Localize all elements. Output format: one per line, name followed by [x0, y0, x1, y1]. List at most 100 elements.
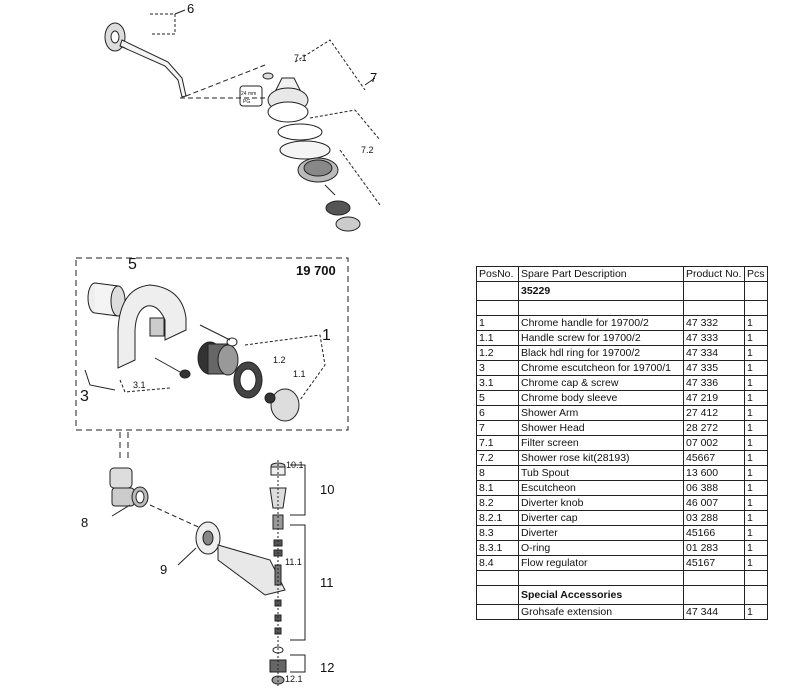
cell-description: Flow regulator [518, 555, 684, 571]
cell-posno: 8.2.1 [476, 510, 519, 526]
shower-head-part: 24 mm PG [239, 72, 361, 232]
callout-3-1: 3.1 [133, 380, 146, 390]
cell-posno: 1 [476, 315, 519, 331]
cell-pcs: 1 [744, 480, 768, 496]
cell-product-no: 27 412 [683, 405, 745, 421]
callout-7-2: 7.2 [361, 145, 374, 155]
cell-pcs: 1 [744, 495, 768, 511]
callout-10: 10 [320, 482, 335, 497]
model-label: 19 700 [296, 263, 336, 278]
cell-product-no: 47 334 [683, 345, 745, 361]
cell-pcs: 1 [744, 555, 768, 571]
cell-posno: 7.1 [476, 435, 519, 451]
cell-pcs: 1 [744, 420, 768, 436]
cell-pcs: 1 [744, 435, 768, 451]
callout-1: 1 [322, 327, 331, 344]
cell-pcs: 1 [744, 330, 768, 346]
cell-product-no: 47 219 [683, 390, 745, 406]
svg-text:PG: PG [243, 99, 250, 105]
handle-part [264, 388, 300, 422]
cell-description: Grohsafe extension [518, 604, 684, 620]
cell-pcs: 1 [744, 375, 768, 391]
cell-pcs: 1 [744, 450, 768, 466]
table-row [476, 300, 768, 316]
cell-product-no: 06 388 [683, 480, 745, 496]
cell-product-no [683, 585, 745, 605]
callout-12-1: 12.1 [285, 674, 303, 684]
cell-product-no: 46 007 [683, 495, 745, 511]
cell-posno: 8.3.1 [476, 540, 519, 556]
cell-description: Diverter cap [518, 510, 684, 526]
callout-12: 12 [320, 660, 335, 675]
cell-product-no: 47 332 [683, 315, 745, 331]
cell-product-no: 45167 [683, 555, 745, 571]
cell-posno: 3 [476, 360, 519, 376]
escutcheon-part [117, 284, 187, 369]
cell-posno: 5 [476, 390, 519, 406]
callout-11-1: 11.1 [285, 557, 302, 567]
header-pcs: Pcs [744, 266, 768, 282]
cell-description: Diverter knob [518, 495, 684, 511]
cell-pcs: 1 [744, 405, 768, 421]
callout-6: 6 [187, 1, 195, 16]
table-row [476, 570, 768, 586]
cell-pcs: 1 [744, 510, 768, 526]
cell-description: Chrome handle for 19700/2 [518, 315, 684, 331]
cartridge-part [197, 341, 263, 399]
cell-pcs: 1 [744, 525, 768, 541]
cell-description: Black hdl ring for 19700/2 [518, 345, 684, 361]
cell-description: O-ring [518, 540, 684, 556]
callout-1-2: 1.2 [273, 355, 286, 365]
table-row: 35229 [476, 281, 768, 301]
spare-parts-table: PosNo. Spare Part Description Product No… [476, 266, 768, 620]
cell-product-no: 47 333 [683, 330, 745, 346]
header-posno: PosNo. [476, 266, 519, 282]
cell-description: Shower Arm [518, 405, 684, 421]
cell-pcs [744, 570, 768, 586]
cell-posno: 8 [476, 465, 519, 481]
cell-pcs: 1 [744, 345, 768, 361]
cell-description [518, 570, 684, 586]
cell-posno: 6 [476, 405, 519, 421]
cell-pcs [744, 585, 768, 605]
cell-posno: 8.3 [476, 525, 519, 541]
cell-description: Chrome cap & screw [518, 375, 684, 391]
callout-7-1: 7.1 [294, 53, 307, 63]
cell-description: Special Accessories [518, 585, 684, 605]
cell-description: Diverter [518, 525, 684, 541]
cell-product-no: 13 600 [683, 465, 745, 481]
cell-description [518, 300, 684, 316]
cell-pcs [744, 300, 768, 316]
cell-posno [476, 300, 519, 316]
exploded-parts-diagram: 24 mm PG [75, 9, 381, 688]
cell-posno: 8.2 [476, 495, 519, 511]
cell-posno: 8.1 [476, 480, 519, 496]
cell-product-no: 47 344 [683, 604, 745, 620]
tub-spout-fitting-part [109, 467, 149, 508]
callout-7: 7 [370, 70, 378, 85]
header-product-no: Product No. [683, 266, 745, 282]
callout-3: 3 [80, 388, 89, 405]
cell-pcs: 1 [744, 540, 768, 556]
cell-posno: 3.1 [476, 375, 519, 391]
cell-product-no: 01 283 [683, 540, 745, 556]
cell-product-no: 47 336 [683, 375, 745, 391]
cell-product-no: 45166 [683, 525, 745, 541]
callout-9: 9 [160, 562, 168, 577]
cell-posno: 7.2 [476, 450, 519, 466]
